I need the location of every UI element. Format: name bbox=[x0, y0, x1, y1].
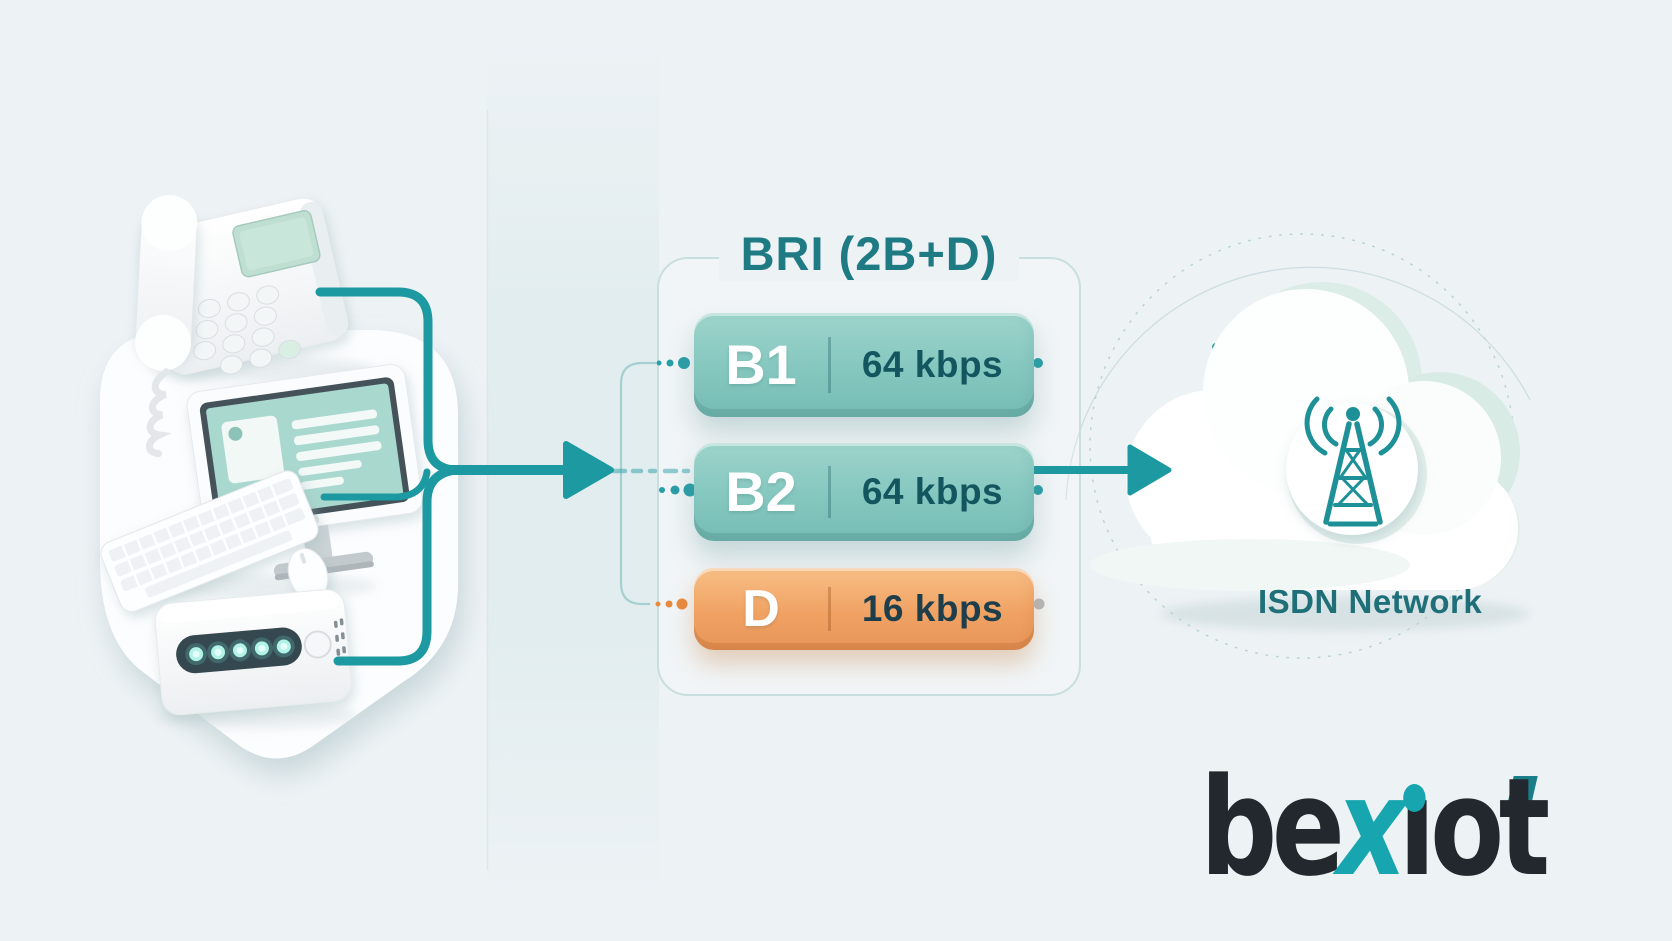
bri-group-title-text: BRI (2B+D) bbox=[718, 226, 1020, 281]
phone-cord bbox=[145, 368, 172, 458]
channel-d-rate: 16 kbps bbox=[861, 588, 1004, 629]
modem-button bbox=[303, 630, 332, 659]
channel-fanout-bracket bbox=[619, 361, 656, 606]
antenna-medallion bbox=[1286, 403, 1418, 535]
keyboard-key-gaps bbox=[120, 482, 290, 589]
logo-bexiot: bexıot bbox=[1200, 749, 1551, 906]
desk-phone-icon bbox=[135, 195, 349, 458]
channel-b1-label: B1 bbox=[725, 333, 797, 396]
modem-leds bbox=[185, 635, 295, 666]
channel-b1-rate: 64 kbps bbox=[861, 344, 1004, 385]
left-arrow-head bbox=[563, 441, 614, 499]
modem-router-icon bbox=[154, 589, 352, 716]
modem-vents bbox=[333, 618, 346, 656]
isdn-cloud bbox=[1090, 282, 1530, 631]
logo-part-i: ı bbox=[1398, 749, 1436, 906]
phone-keypad bbox=[193, 285, 301, 375]
channel-b2-label: B2 bbox=[725, 460, 797, 523]
channel-d-label: D bbox=[742, 580, 780, 638]
cloud-arrow-head bbox=[1127, 444, 1172, 496]
channel-bar-b1: B1 64 kbps bbox=[694, 313, 1034, 417]
logo-part-o: o bbox=[1430, 749, 1504, 906]
channel-bar-d: D 16 kbps bbox=[694, 568, 1034, 650]
channel-b2-rate: 64 kbps bbox=[861, 471, 1004, 512]
channel-d-divider bbox=[828, 586, 831, 632]
channel-b2-divider bbox=[828, 465, 831, 519]
logo-part-be: be bbox=[1200, 749, 1345, 906]
phone-handset bbox=[135, 195, 198, 371]
radio-tower-icon bbox=[1304, 396, 1402, 527]
computer-line bbox=[320, 468, 431, 501]
keyboard-icon bbox=[100, 470, 319, 613]
isdn-network-label: ISDN Network bbox=[1258, 583, 1483, 620]
screen-content-lines bbox=[291, 409, 382, 490]
channel-b1-divider bbox=[828, 336, 831, 394]
channel-bar-b2: B2 64 kbps bbox=[694, 443, 1034, 541]
logo-part-x: x bbox=[1336, 749, 1407, 906]
logo-part-t: t bbox=[1498, 749, 1551, 906]
channel-lead-dots bbox=[655, 357, 697, 610]
modem-line bbox=[333, 465, 460, 666]
device-connector-lines bbox=[315, 287, 571, 666]
bri-group-title: BRI (2B+D) bbox=[658, 226, 1080, 281]
channel-output-dots bbox=[1033, 358, 1045, 610]
